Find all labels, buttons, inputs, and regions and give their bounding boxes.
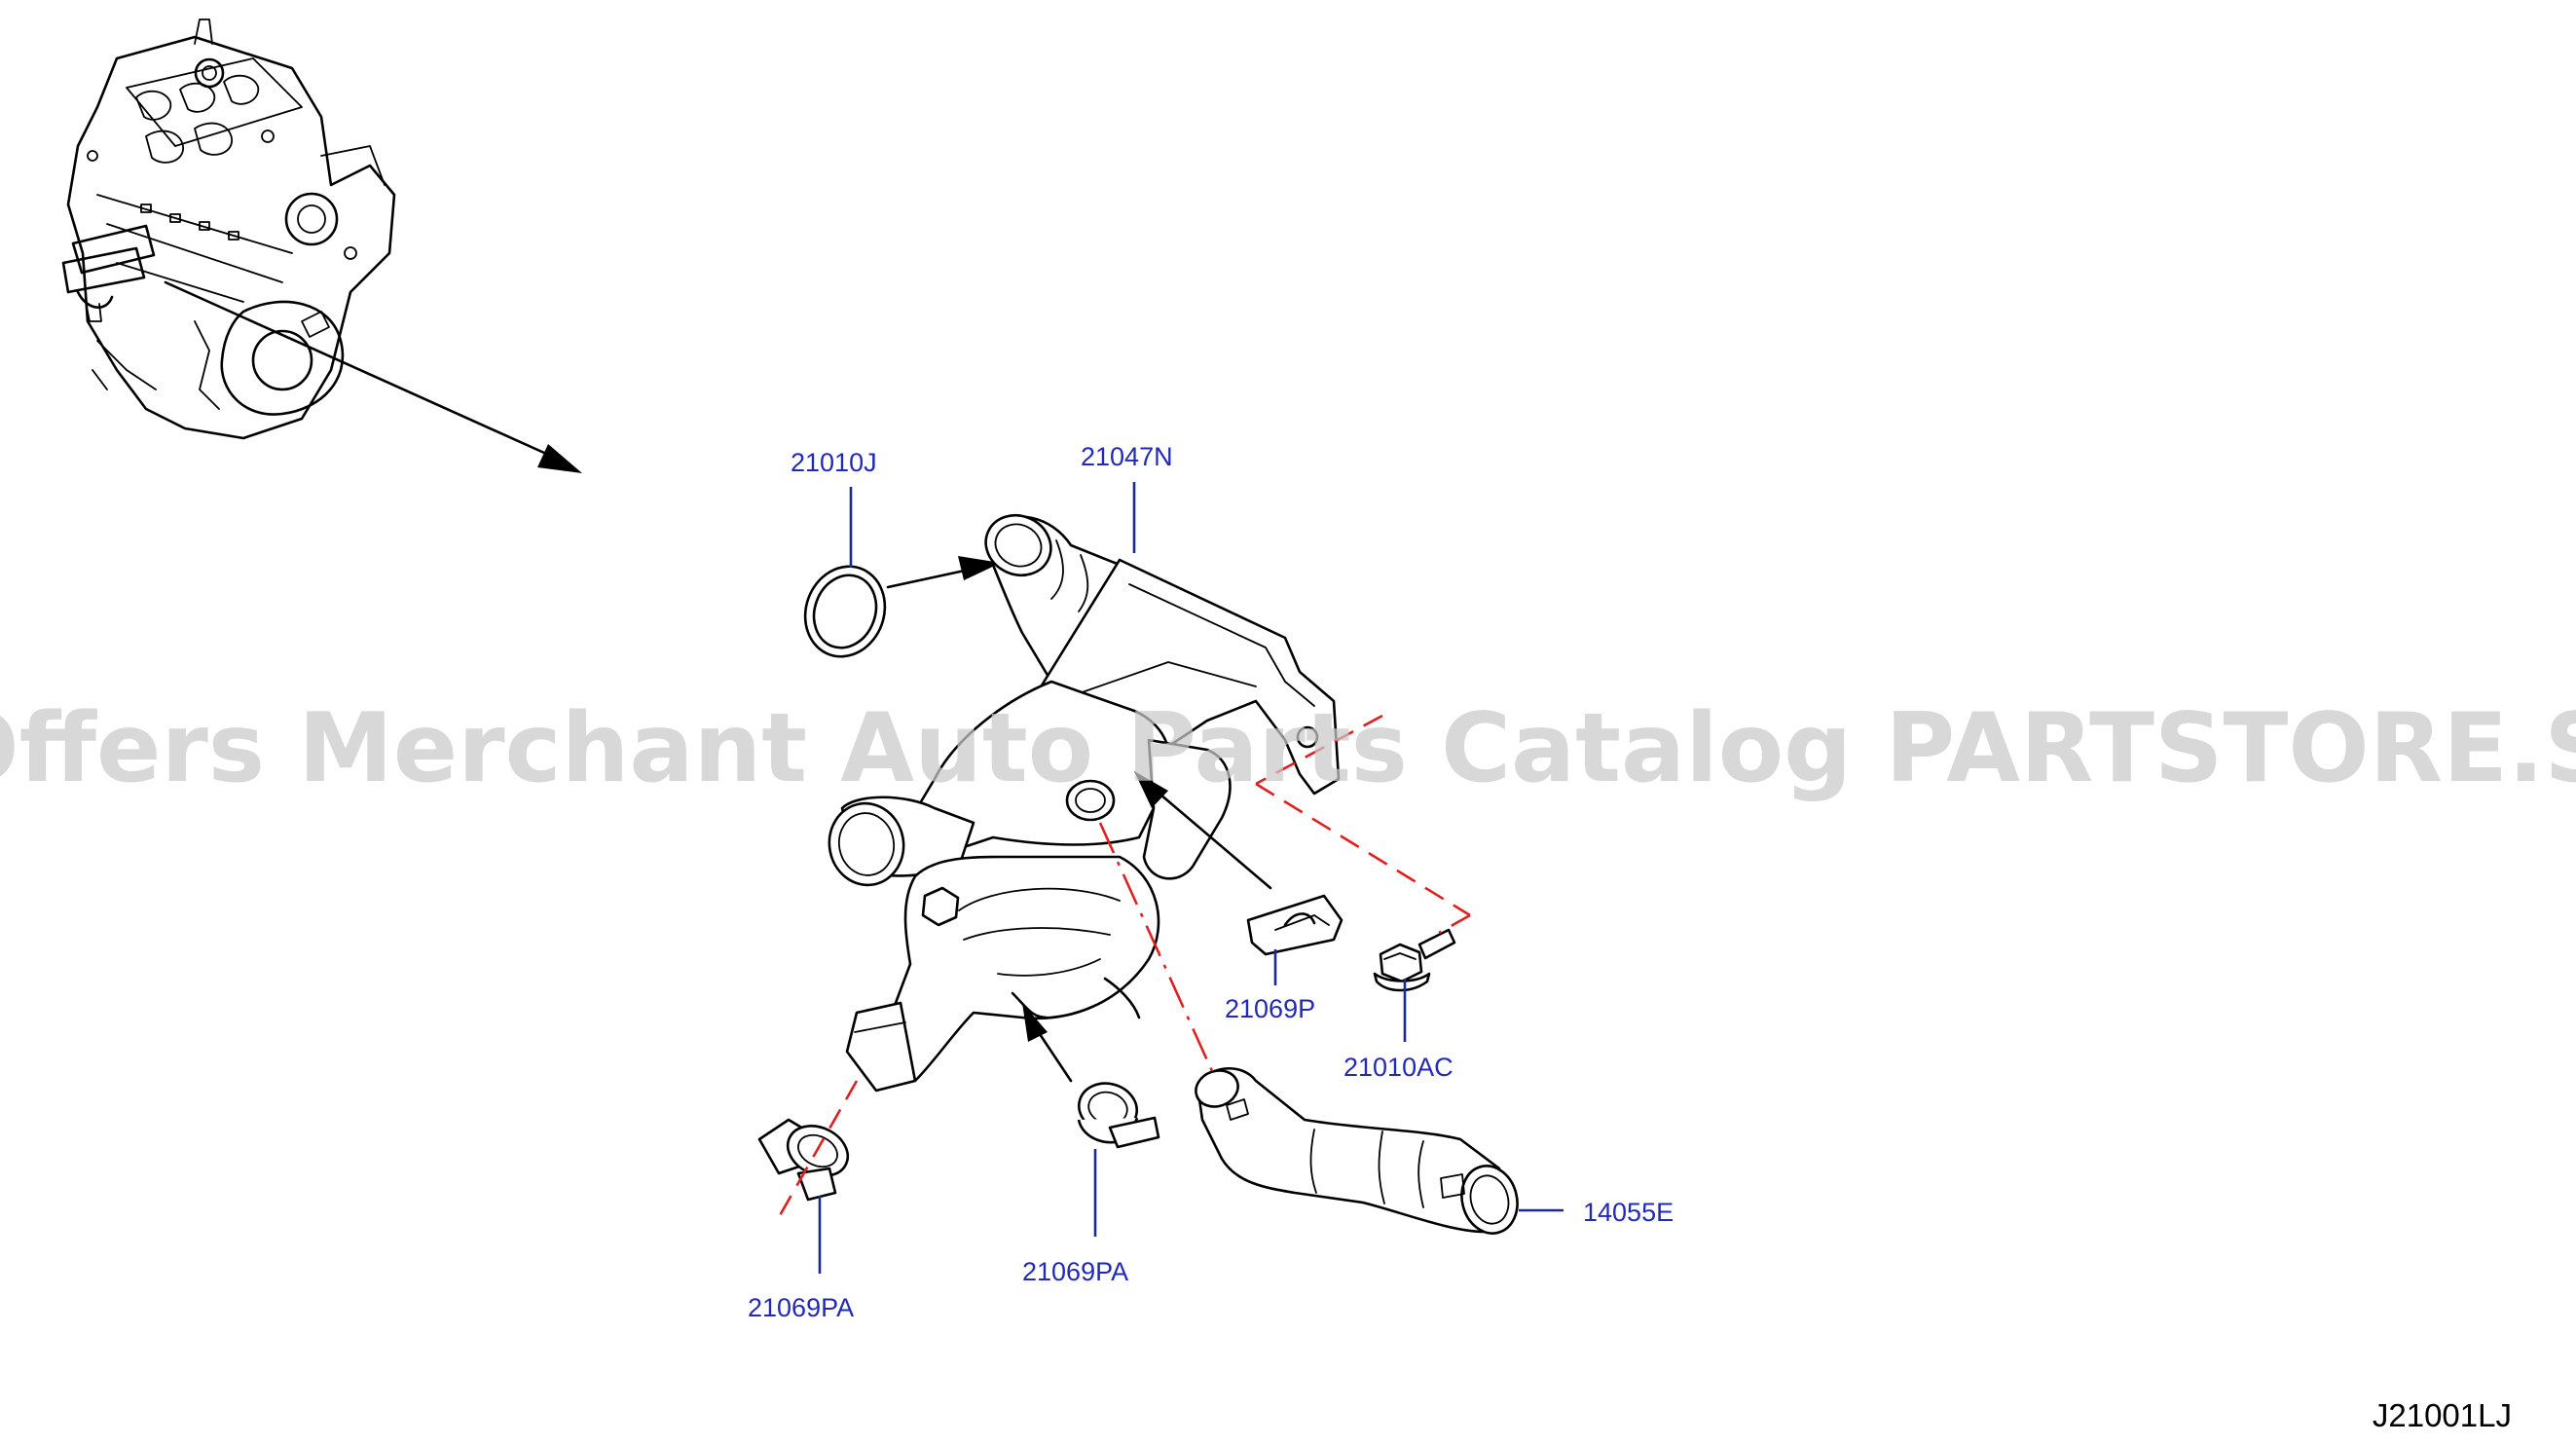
bolt-part: [1373, 928, 1456, 992]
clamp-middle-part: [1022, 1003, 1160, 1149]
assembly-center-lines: [777, 714, 1471, 1218]
callout-21069PA-middle[interactable]: 21069PA: [1022, 1257, 1128, 1286]
diagram-code: J21001LJ: [2373, 1397, 2512, 1433]
callout-21069PA-left[interactable]: 21069PA: [748, 1293, 854, 1322]
callout-21010AC[interactable]: 21010AC: [1343, 1053, 1454, 1082]
location-arrow: [164, 280, 582, 473]
engine-overview: [61, 19, 396, 440]
callout-21069P[interactable]: 21069P: [1225, 994, 1315, 1023]
callout-14055E[interactable]: 14055E: [1583, 1198, 1674, 1227]
callout-21047N[interactable]: 21047N: [1081, 442, 1173, 471]
clamp-left-part: [757, 1118, 850, 1202]
o-ring-part: [803, 556, 1001, 658]
leader-lines: [818, 482, 1564, 1274]
clamp-upper-part: [1134, 771, 1343, 956]
hose-part: [1195, 1067, 1519, 1235]
watermark-text: Offers Merchant Auto Parts Catalog PARTS…: [0, 693, 2576, 804]
water-pipe-part: [828, 513, 1341, 1093]
callout-21010J[interactable]: 21010J: [791, 448, 877, 477]
callout-labels: 21010J 21047N 21069P 21010AC 14055E 2106…: [748, 442, 1674, 1322]
